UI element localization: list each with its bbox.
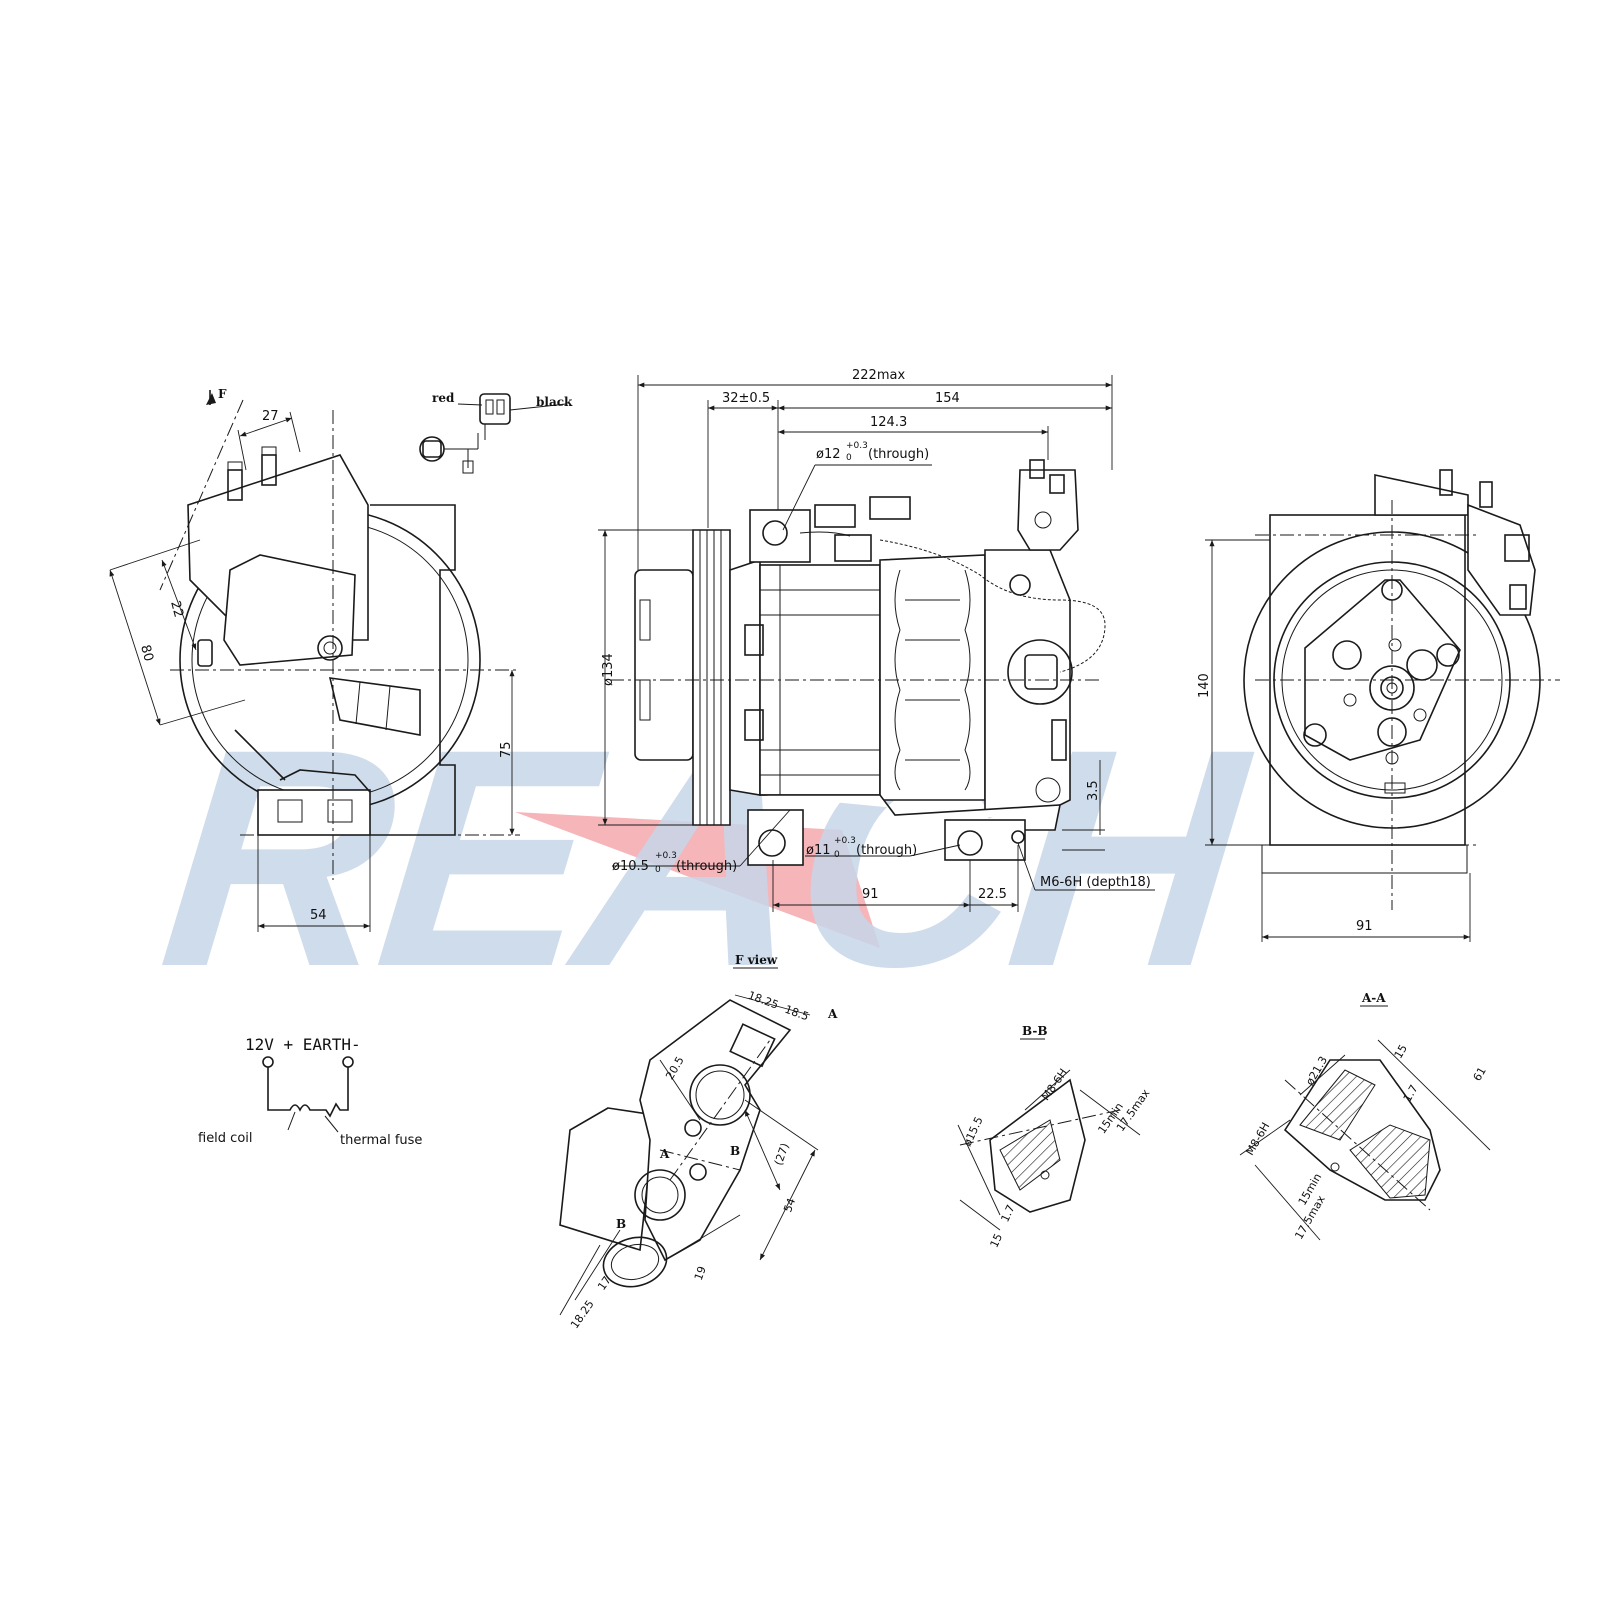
dim-222max: 222max	[852, 368, 905, 383]
control-valve	[223, 554, 356, 666]
mount-foot	[257, 789, 371, 836]
hole-12-tol-lo: 0	[846, 453, 852, 463]
dim-75: 75	[499, 741, 514, 758]
hole-11-tol: +0.3	[834, 836, 856, 846]
mount-ear-top	[749, 509, 811, 563]
bb-dia-label: ø15.5	[961, 1115, 986, 1149]
service-ports	[1017, 469, 1079, 551]
dim-22-5: 22.5	[978, 887, 1007, 902]
section-bb: B-B M8-6H ø15.5 17.5max 15min 1.7 15	[957, 1024, 1153, 1250]
front-view: F 27	[109, 387, 520, 932]
hole-12-tol: +0.3	[846, 441, 868, 451]
dim-27: 27	[262, 409, 279, 424]
side-view: 222max 32±0.5 154 124.3 ø12 +0.3 0 (thro…	[598, 368, 1155, 912]
dim-140: 140	[1197, 673, 1212, 698]
dim-27-paren: (27)	[772, 1141, 792, 1167]
section-bb-title: B-B	[1022, 1024, 1048, 1038]
rear-valve-block	[1467, 503, 1536, 616]
view-arrow-label: F	[218, 387, 227, 401]
dim-124-3: 124.3	[870, 415, 907, 430]
dim-54: 54	[310, 908, 327, 923]
wire-red-label: red	[432, 391, 455, 405]
terminal-earth	[342, 1056, 354, 1068]
dim-154: 154	[935, 391, 960, 406]
dim-17: 17	[595, 1274, 614, 1293]
rear-view: 140 91	[1197, 469, 1560, 942]
f-view-title: F view	[735, 953, 778, 967]
coil-and-fuse-circuit	[267, 1067, 349, 1118]
f-view: F view A A B B 18.25 18.5 20.5 (27) 54 1…	[559, 953, 838, 1331]
section-b-mark: B	[730, 1144, 740, 1158]
bb-15: 15	[988, 1232, 1006, 1250]
hole-12-note: (through)	[868, 447, 929, 462]
connector-plug	[479, 393, 511, 425]
harness-connector-1	[814, 504, 856, 528]
hole-10-5-note: (through)	[676, 859, 737, 874]
aa-61: 61	[1471, 1065, 1489, 1084]
connector-diagram: red black	[419, 391, 573, 474]
dim-dia-134: ø134	[601, 653, 616, 686]
dim-32: 32±0.5	[722, 391, 770, 406]
thermal-fuse-label: thermal fuse	[340, 1133, 422, 1148]
terminal-positive	[262, 1056, 274, 1068]
section-a-mark: A	[659, 1147, 670, 1161]
dim-54-fview: 54	[781, 1196, 798, 1214]
harness-connector-2	[869, 496, 911, 520]
dim-3-5: 3.5	[1086, 780, 1101, 801]
hole-11-label: ø11	[806, 843, 831, 858]
section-aa: A-A ø21.3 15 61 1.7 M8-6H 15min 17.5max	[1239, 991, 1491, 1242]
dim-91-rear: 91	[1356, 919, 1373, 934]
field-coil-label: field coil	[198, 1131, 253, 1146]
wire-black-label: black	[536, 395, 573, 409]
f-view-head	[639, 999, 792, 1262]
control-valve-connector	[1024, 654, 1058, 690]
hole-10-5-label: ø10.5	[612, 859, 649, 874]
dim-80: 80	[137, 643, 156, 663]
hole-10-5-tol-lo: 0	[655, 865, 661, 875]
hole-12-label: ø12	[816, 447, 841, 462]
pulley	[692, 529, 731, 826]
mount-ear-bottom	[747, 809, 804, 866]
section-b-bottom: B	[616, 1217, 626, 1231]
dim-18-25-bottom: 18.25	[568, 1298, 597, 1331]
section-a-top: A	[827, 1007, 838, 1021]
section-aa-title: A-A	[1361, 991, 1386, 1005]
aa-thread-label: M8-6H	[1243, 1120, 1272, 1157]
hole-11-tol-lo: 0	[834, 850, 840, 860]
wiring-voltage-label: 12V + EARTH-	[245, 1035, 361, 1054]
wiring-diagram: 12V + EARTH- field coil thermal fuse	[198, 1035, 422, 1148]
bb-1-7: 1.7	[998, 1203, 1017, 1224]
dim-19: 19	[692, 1265, 709, 1283]
hole-10-5-tol: +0.3	[655, 851, 677, 861]
hole-11-note: (through)	[856, 843, 917, 858]
aa-15: 15	[1392, 1042, 1410, 1061]
dim-22: 22	[167, 599, 186, 619]
clutch-hub-plate	[1304, 579, 1461, 761]
thread-m6-label: M6-6H (depth18)	[1040, 875, 1151, 890]
dim-91-side: 91	[862, 887, 879, 902]
